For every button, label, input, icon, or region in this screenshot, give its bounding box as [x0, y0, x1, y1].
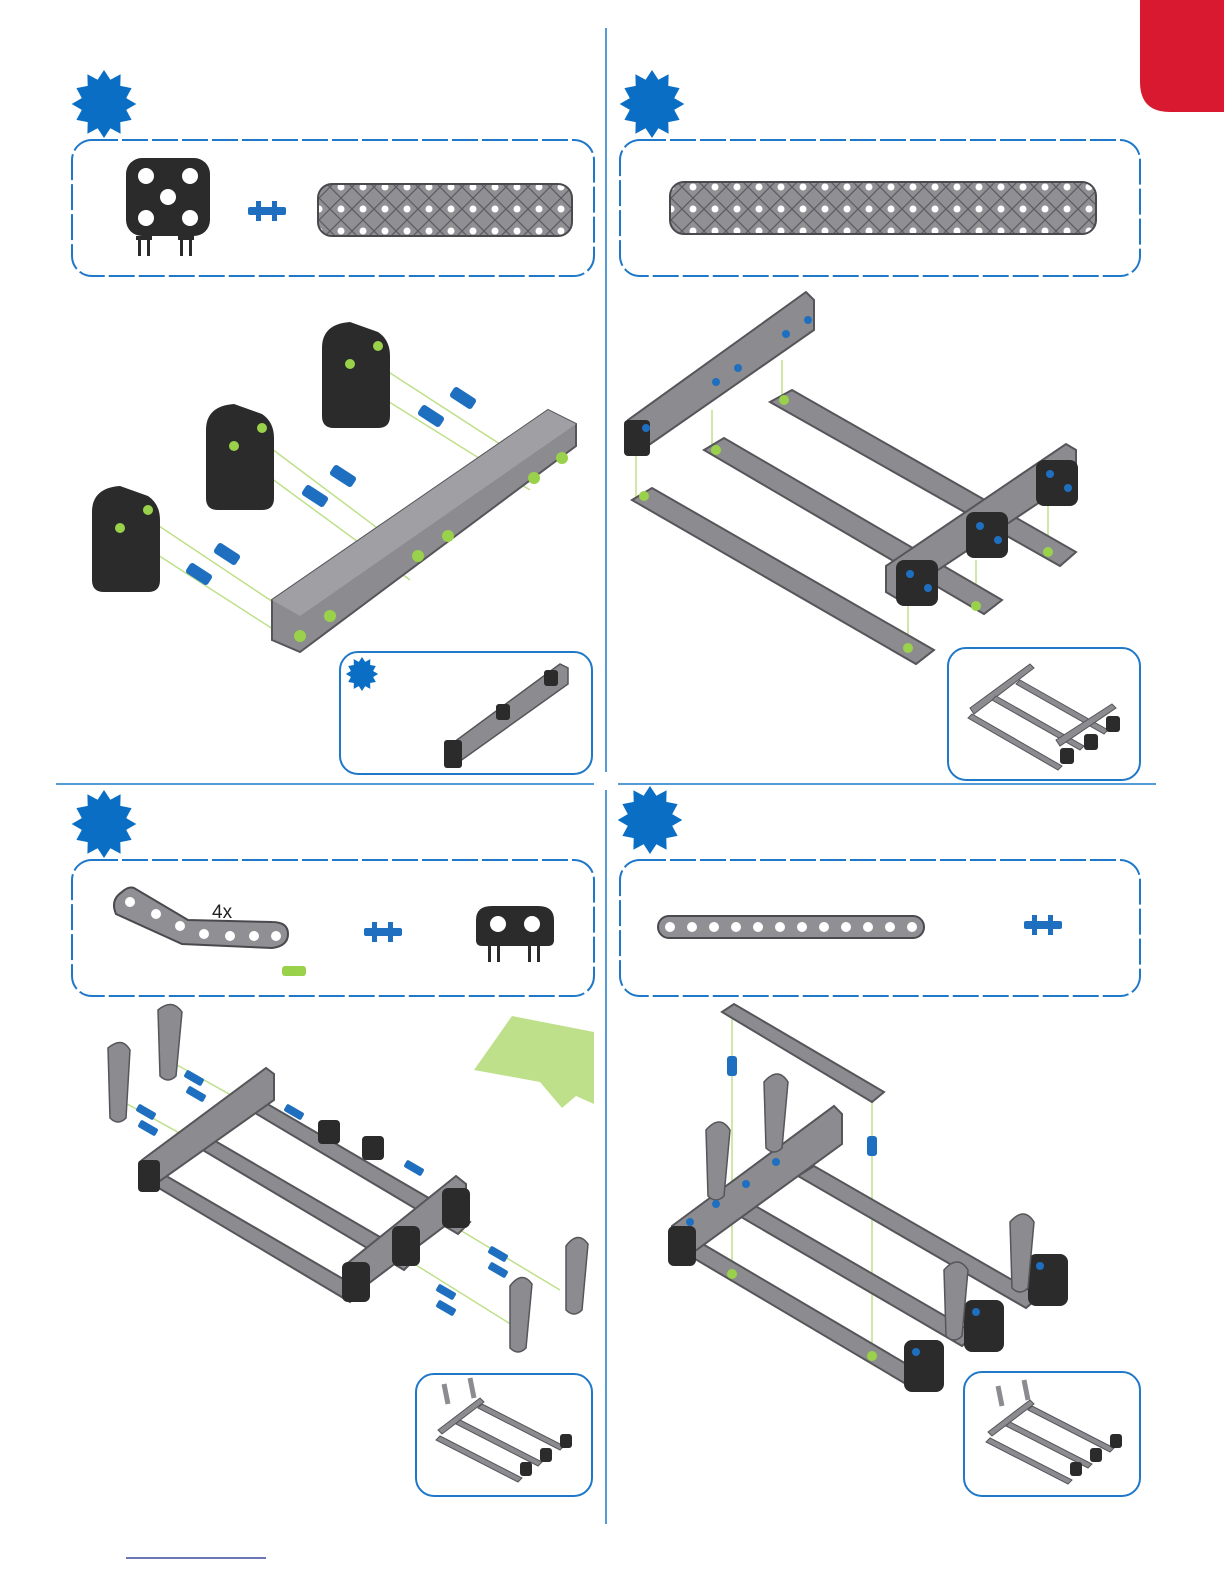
angle-beam-quantity: 4x [212, 902, 233, 923]
